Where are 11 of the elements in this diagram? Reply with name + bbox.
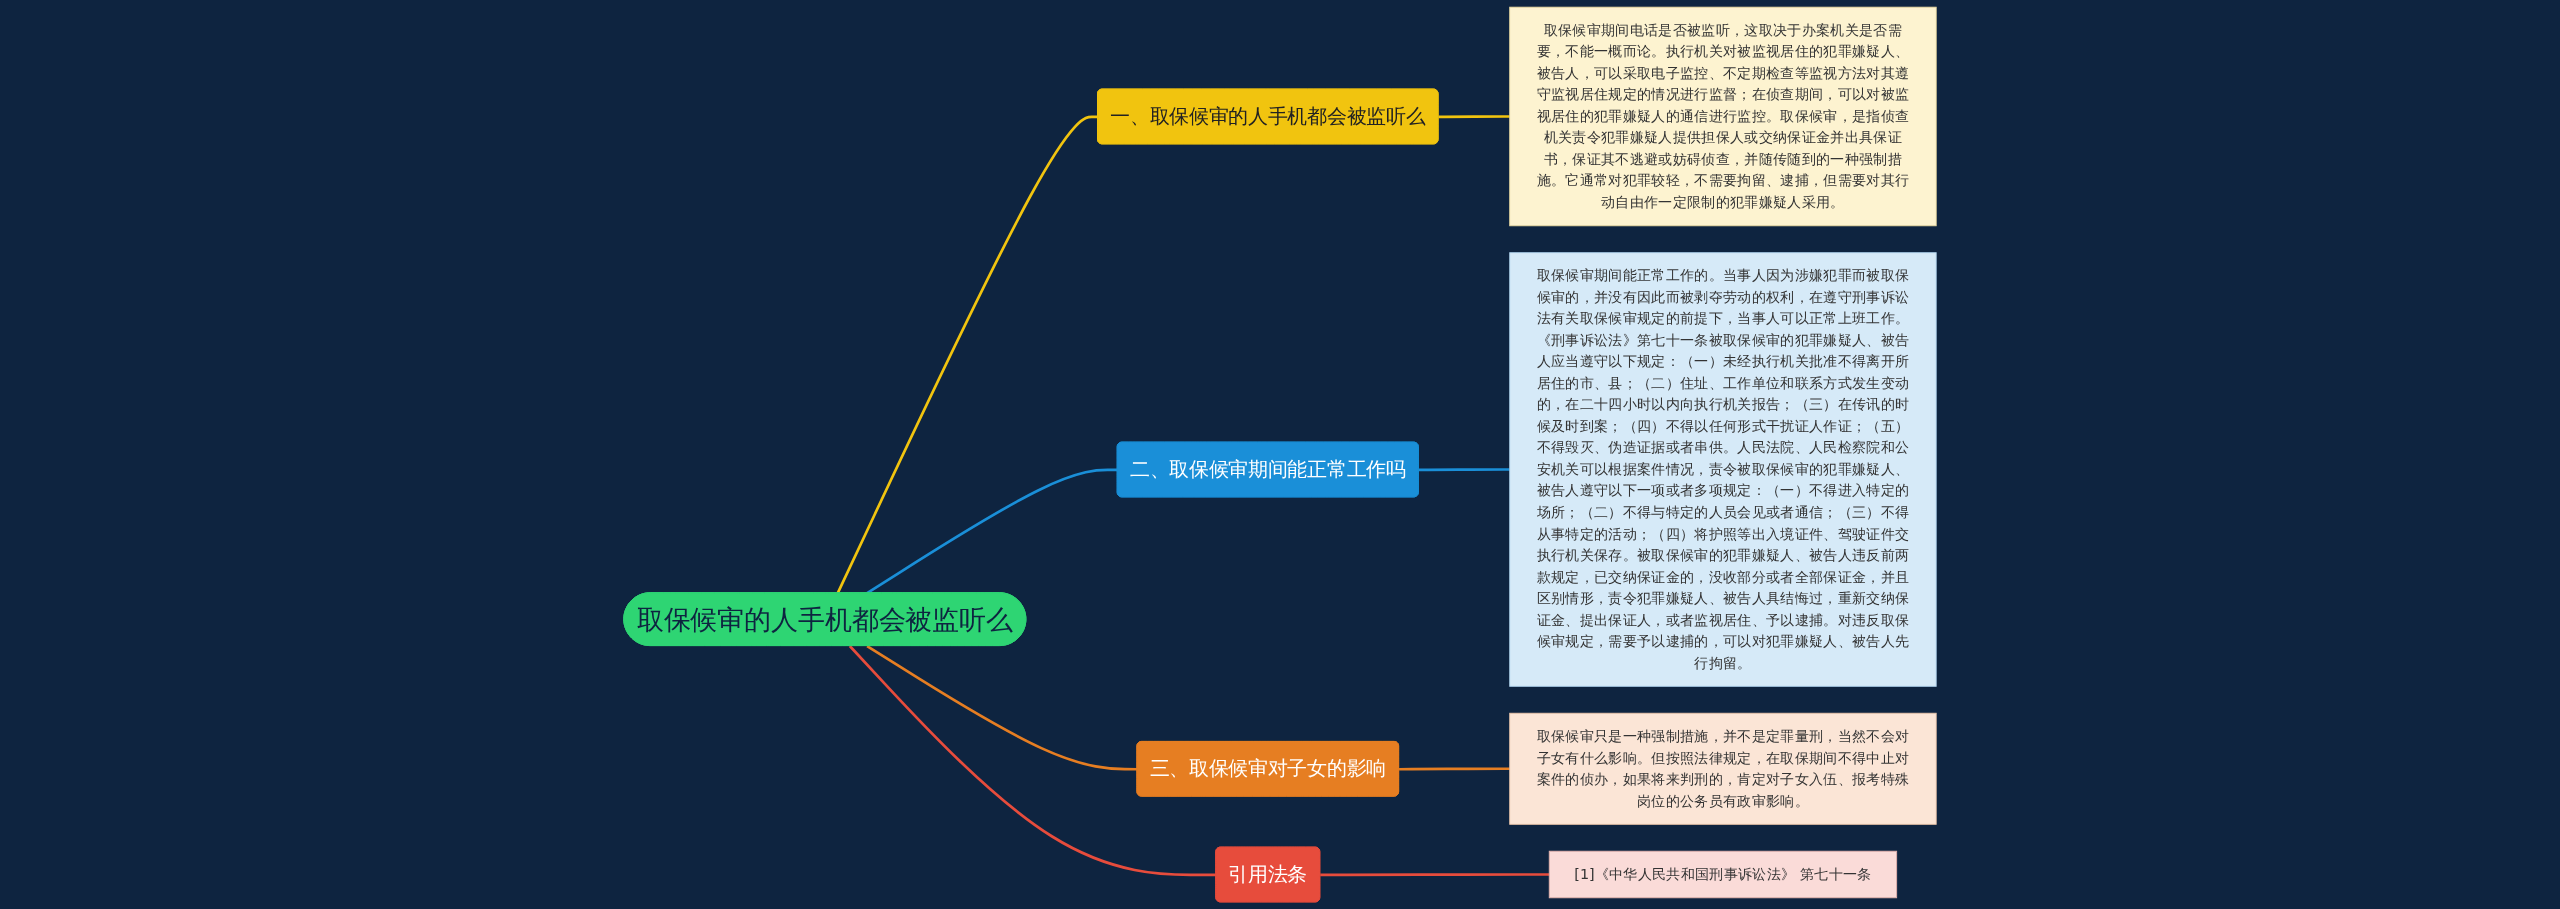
node-box: [1]《中华人民共和国刑事诉讼法》 第七十一条 bbox=[1548, 850, 1898, 899]
connector bbox=[1320, 873, 1550, 877]
connector bbox=[836, 115, 1098, 594]
connector bbox=[848, 645, 1217, 877]
node-box: 取保候审只是一种强制措施，并不是定罪量刑，当然不会对子女有什么影响。但按照法律规定，在取保期间不得中止对案件的侦办，如果将来判刑的，肯定对子女入伍、报考特殊岗位的公务员有政审影响。 bbox=[1509, 712, 1937, 825]
node-box: 取保候审期间电话是否被监听，这取决于办案机关是否需要，不能一概而论。执行机关对被监视居住的犯罪嫌疑人、被告人，可以采取电子监控、不定期检查等监视方法对其遵守监视居住规定的情况进行监督；在侦查期间，可以对被监视居住的犯罪嫌疑人的通信进行监控。取保候审，是指侦查机关责令犯罪嫌疑人提供担保人或交纳保证金并出具保证书，保证其不逃避或妨碍侦查，并随传随到的一种强制措施。它通常对犯罪较轻，不需要拘留、逮捕，但需要对其行动自由作一定限制的犯罪嫌疑人采用。 bbox=[1509, 6, 1937, 227]
connector bbox=[1399, 767, 1510, 771]
connector bbox=[1418, 468, 1510, 472]
connector bbox=[1438, 115, 1510, 119]
node-box: 取保候审期间能正常工作的。当事人因为涉嫌犯罪而被取保候审的，并没有因此而被剥夺劳动的权利，在遵守刑事诉讼法有关取保候审规定的前提下，当事人可以正常上班工作。《刑事诉讼法》第七十一条被取保候审的犯罪嫌疑人、被告人应当遵守以下规定：（一）未经执行机关批准不得离开所居住的市、县；（二）住址、工作单位和联系方式发生变动的，在二十四小时以内向执行机关报告；（三）在传讯的时候及时到案；（四）不得以任何形式干扰证人作证；（五）不得毁灭、伪造证据或者串供。人民法院、人民检察院和公安机关可以根据案件情况，责令被取保候审的犯罪嫌疑人、被告人遵守以下一项或者多项规定：（一）不得进入特定的场所；（二）不得与特定的人员会见或者通信；（三）不得从事特定的活动；（四）将护照等出入境证件、驾驶证件交执行机关保存。被取保候审的犯罪嫌疑人、被告人违反前两款规定，已交纳保证金的，没收部分或者全部保证金，并且区别情形，责令犯罪嫌疑人、被告人具结悔过，重新交纳保证金、提出保证人，或者监视居住、予以逮捕。对违反取保候审规定，需要予以逮捕的，可以对犯罪嫌疑人、被告人先行拘留。 bbox=[1509, 252, 1937, 687]
connector bbox=[866, 644, 1138, 771]
